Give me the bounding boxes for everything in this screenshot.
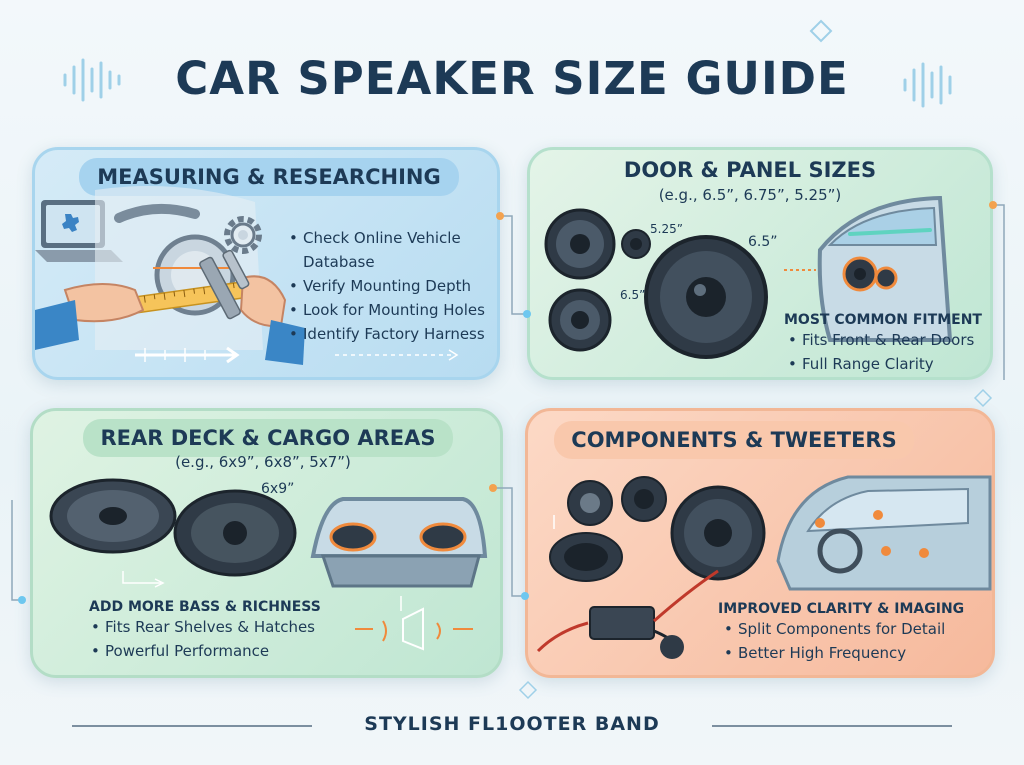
- list-item: Fits Rear Shelves & Hatches: [91, 615, 341, 639]
- size-label: 5.25”: [650, 222, 683, 236]
- list-item: Split Components for Detail: [724, 617, 984, 641]
- sparkle-icon: [809, 19, 833, 43]
- list-item: Look for Mounting Holes: [289, 298, 497, 322]
- speaker-icon: [621, 229, 651, 259]
- size-label: 6x9”: [261, 481, 295, 497]
- panel-measuring-title: MEASURING & RESEARCHING: [79, 158, 459, 196]
- panel-door: DOOR & PANEL SIZES (e.g., 6.5”, 6.75”, 5…: [527, 147, 993, 380]
- page-title: CAR SPEAKER SIZE GUIDE: [175, 52, 849, 105]
- size-label: 6.5”: [748, 234, 778, 250]
- list-item: Check Online Vehicle Database: [289, 226, 497, 274]
- list-item: Verify Mounting Depth: [289, 274, 497, 298]
- car-interior-icon: [776, 475, 992, 591]
- panel-measuring: MEASURING & RESEARCHING: [32, 147, 500, 380]
- sound-wave-icon: [903, 62, 952, 108]
- tweeter-icon: [567, 476, 667, 526]
- speaker-icon: [670, 485, 766, 581]
- car-door-icon: [817, 195, 953, 342]
- list-item: Identify Factory Harness: [289, 322, 497, 346]
- speaker-icon: [544, 208, 616, 280]
- speaker-icon: [173, 489, 297, 577]
- footer-rule: [712, 725, 952, 727]
- rear-deck-icon: [310, 497, 488, 588]
- speaker-icon: [548, 288, 612, 352]
- panel-components: COMPONENTS & TWEETERS: [525, 408, 995, 678]
- caliper-icon: [199, 249, 250, 320]
- panel-door-title: DOOR & PANEL SIZES: [623, 158, 877, 182]
- components-heading: IMPROVED CLARITY & IMAGING: [718, 601, 965, 617]
- rear-heading: ADD MORE BASS & RICHNESS: [89, 599, 321, 615]
- list-item: Fits Front & Rear Doors: [788, 328, 988, 352]
- door-heading: MOST COMMON FITMENT: [784, 312, 982, 328]
- sound-wave-icon: [355, 620, 473, 642]
- panel-components-title: COMPONENTS & TWEETERS: [554, 421, 914, 459]
- components-bullet-list: Split Components for Detail Better High …: [724, 617, 984, 665]
- panel-rear-deck: REAR DECK & CARGO AREAS (e.g., 6x9”, 6x8…: [30, 408, 503, 678]
- gear-icon: [224, 216, 262, 254]
- laptop-icon: [35, 200, 123, 262]
- measuring-bullet-list: Check Online Vehicle Database Verify Mou…: [289, 226, 497, 346]
- size-label: 6.5”: [620, 288, 646, 302]
- panel-rear-subtitle: (e.g., 6x9”, 6x8”, 5x7”): [175, 453, 351, 471]
- rear-bullet-list: Fits Rear Shelves & Hatches Powerful Per…: [91, 615, 341, 663]
- crossover-icon: [536, 569, 719, 659]
- speaker-icon: [644, 235, 768, 359]
- panel-rear-title: REAR DECK & CARGO AREAS: [83, 419, 453, 457]
- footer-rule: [72, 725, 312, 727]
- door-bullet-list: Fits Front & Rear Doors Full Range Clari…: [788, 328, 988, 376]
- list-item: Better High Frequency: [724, 641, 984, 665]
- list-item: Powerful Performance: [91, 639, 341, 663]
- list-item: Full Range Clarity: [788, 352, 988, 376]
- panel-door-subtitle: (e.g., 6.5”, 6.75”, 5.25”): [658, 186, 842, 204]
- footer-brand: STYLISH FL1OOTER BAND: [364, 713, 660, 735]
- sound-wave-icon: [63, 58, 121, 102]
- speaker-icon: [49, 478, 177, 554]
- speaker-icon: [549, 532, 623, 582]
